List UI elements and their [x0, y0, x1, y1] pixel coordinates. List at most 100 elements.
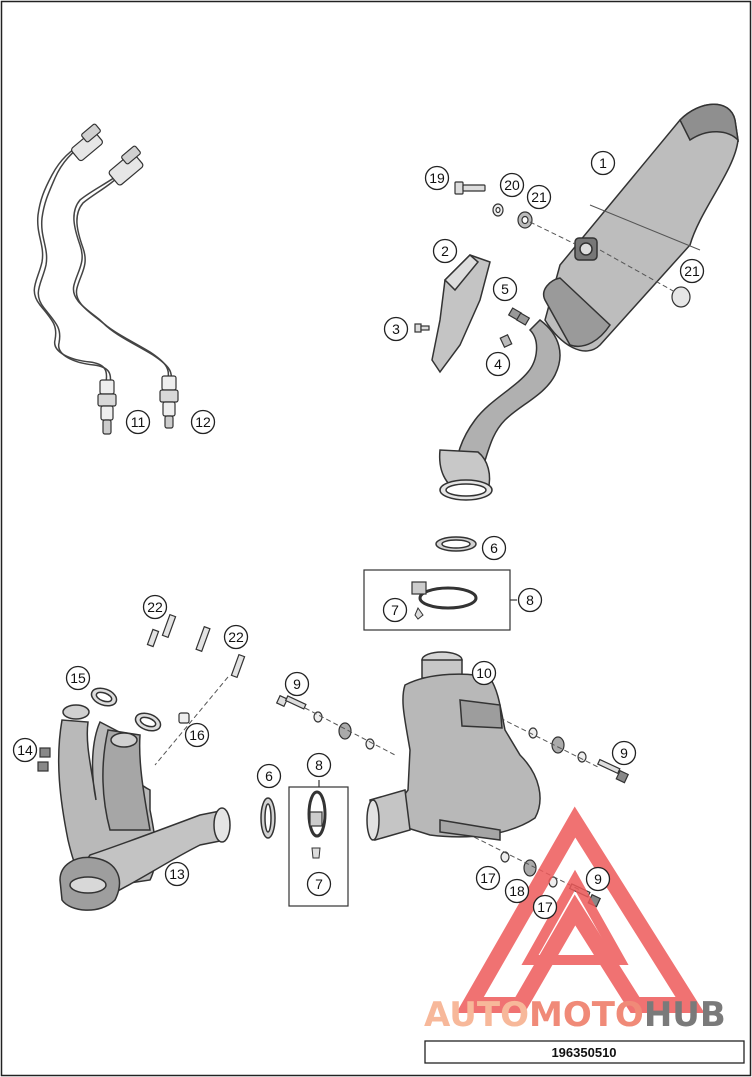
- callout-number: 6: [265, 768, 273, 784]
- callout-number: 20: [504, 177, 520, 193]
- callout-c10: 10: [471, 660, 497, 686]
- callout-number: 7: [391, 602, 399, 618]
- watermark-brand-part2: MOTO: [529, 995, 644, 1035]
- clamp-box-upper: [363, 569, 511, 631]
- studs-22: [146, 613, 246, 679]
- callout-number: 1: [599, 155, 607, 171]
- assembly-line-bolt-19: [529, 221, 576, 245]
- callout-number: 8: [526, 592, 534, 608]
- callout-number: 10: [476, 665, 492, 681]
- watermark-inner-triangle: [521, 869, 629, 965]
- callout-number: 9: [293, 676, 301, 692]
- callout-circle: [424, 165, 450, 191]
- callout-number: 12: [195, 414, 211, 430]
- lambda-sensor-12: [159, 375, 179, 429]
- callout-number: 13: [169, 866, 185, 882]
- screw-3: [414, 323, 430, 333]
- callout-c14: 14: [12, 737, 38, 763]
- callout-c9b: 9: [611, 740, 637, 766]
- callout-number: 16: [189, 727, 205, 743]
- callout-circle: [492, 276, 518, 302]
- assembly-line-stud: [154, 676, 229, 766]
- callout-number: 3: [392, 321, 400, 337]
- callout-circle: [471, 660, 497, 686]
- callout-circle: [475, 865, 501, 891]
- callout-circle: [585, 866, 611, 892]
- callout-c9c: 9: [585, 866, 611, 892]
- watermark-logo: [456, 806, 705, 1013]
- callout-number: 17: [537, 899, 553, 915]
- silencer: [543, 103, 740, 352]
- callout-circle: [383, 316, 409, 342]
- callout-c21b: 21: [679, 258, 705, 284]
- callout-c21a: 21: [526, 184, 552, 210]
- callout-circle: [485, 351, 511, 377]
- bolt-19: [454, 181, 486, 195]
- callout-circle: [65, 665, 91, 691]
- lambda-sensor-cables: [33, 139, 173, 386]
- nut-5: [507, 307, 531, 326]
- seal-ring-6-lower: [260, 797, 276, 839]
- rubber-21-lower: [671, 286, 691, 308]
- callout-number: 9: [620, 745, 628, 761]
- callout-circle: [517, 587, 543, 613]
- bolt-9-left: [275, 694, 375, 750]
- callout-number: 21: [531, 189, 547, 205]
- assembly-line-bolt-9-right: [499, 717, 601, 769]
- callout-number: 5: [501, 281, 509, 297]
- callout-number: 22: [228, 629, 244, 645]
- seal-ring-6-upper: [435, 536, 477, 552]
- callout-number: 11: [131, 414, 146, 430]
- callout-c17b: 17: [532, 894, 558, 920]
- callout-c16: 16: [184, 722, 210, 748]
- callout-c8b: 8: [306, 752, 332, 778]
- callout-circle: [382, 597, 408, 623]
- callout-circle: [532, 894, 558, 920]
- document-number-box: [424, 1040, 745, 1064]
- callout-circle: [499, 172, 525, 198]
- clamp-8-lower: [307, 790, 327, 859]
- callout-c7b: 7: [306, 871, 332, 897]
- callout-c3: 3: [383, 316, 409, 342]
- washer-20: [492, 203, 504, 217]
- watermark-text: AUTOMOTOHUB: [424, 995, 726, 1035]
- link-pipe: [438, 319, 561, 501]
- callout-circle: [284, 671, 310, 697]
- callout-number: 7: [315, 876, 323, 892]
- callout-number: 6: [490, 540, 498, 556]
- callout-number: 15: [70, 670, 86, 686]
- callout-circle: [190, 409, 216, 435]
- watermark-brand-part1: AUTO: [424, 995, 529, 1035]
- heat-shield: [431, 253, 491, 374]
- callout-number: 2: [441, 243, 449, 259]
- catalytic-converter: [366, 651, 541, 841]
- callout-number: 14: [17, 742, 33, 758]
- callout-number: 18: [509, 883, 525, 899]
- callout-circle: [256, 763, 282, 789]
- assembly-line-bolt-9-left: [304, 707, 396, 756]
- callout-c19: 19: [424, 165, 450, 191]
- callout-circle: [184, 722, 210, 748]
- lambda-sensor-11: [97, 379, 117, 435]
- callout-circle: [526, 184, 552, 210]
- callout-c11: 11: [125, 409, 151, 435]
- callout-number: 21: [684, 263, 700, 279]
- callout-c6a: 6: [481, 535, 507, 561]
- lambda-sensor-connectors: [70, 123, 144, 186]
- callout-circle: [306, 871, 332, 897]
- callout-c6b: 6: [256, 763, 282, 789]
- callout-c12: 12: [190, 409, 216, 435]
- callout-c4: 4: [485, 351, 511, 377]
- callout-circle: [164, 861, 190, 887]
- clip-4: [499, 333, 513, 349]
- watermark-brand-part3: HUB: [644, 995, 726, 1035]
- callout-c2: 2: [432, 238, 458, 264]
- callout-c7a: 7: [382, 597, 408, 623]
- callout-c8a: 8: [517, 587, 543, 613]
- callout-c13: 13: [164, 861, 190, 887]
- callout-c15: 15: [65, 665, 91, 691]
- gaskets-15: [90, 687, 162, 732]
- watermark-triangle: [456, 806, 705, 1013]
- callout-c1: 1: [590, 150, 616, 176]
